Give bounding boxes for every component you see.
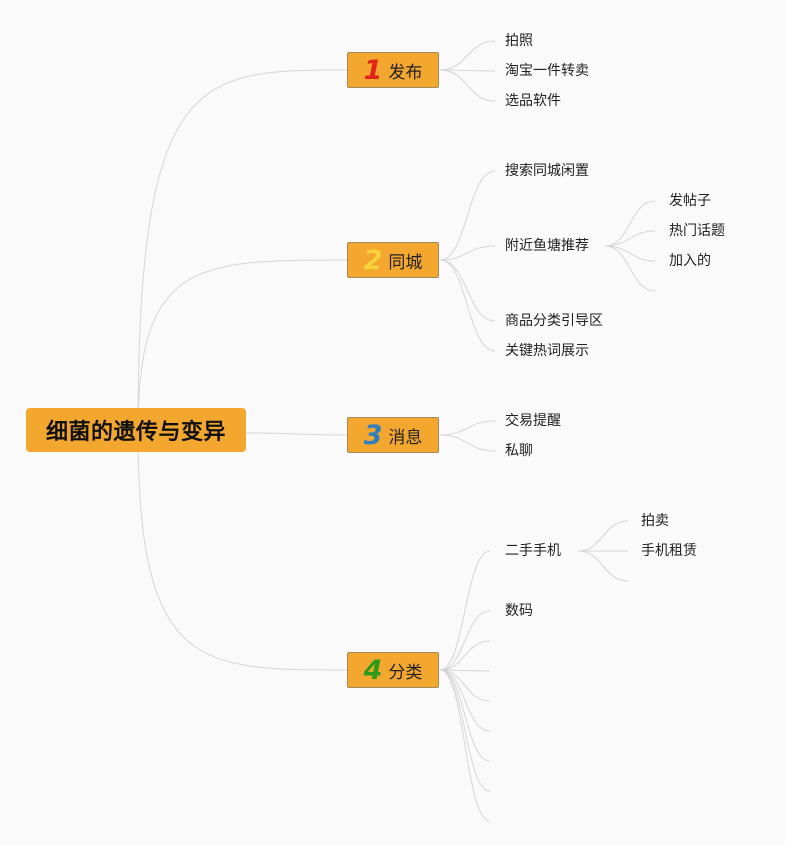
connector-line <box>604 230 656 247</box>
connector-line <box>577 550 629 582</box>
connector-line <box>439 669 491 792</box>
subtopic-product-selection-software[interactable]: 选品软件 <box>505 93 561 109</box>
connector-line <box>439 245 496 261</box>
branch-label: 消息 <box>388 427 423 448</box>
connector-line <box>604 245 656 292</box>
connector-line <box>604 245 656 262</box>
branch-topic-publish[interactable]: 1 发布 <box>347 52 439 88</box>
subtopic-digital[interactable]: 数码 <box>505 603 533 619</box>
connector-line <box>439 40 496 71</box>
subtopic-hot-keywords[interactable]: 关键热词展示 <box>505 343 589 359</box>
subtopic-joined[interactable]: 加入的 <box>669 253 711 269</box>
connector-line <box>439 669 491 702</box>
branch-label: 同城 <box>388 252 423 273</box>
number-1-icon: 1 <box>363 54 383 86</box>
subtopic-category-guide[interactable]: 商品分类引导区 <box>505 313 603 329</box>
number-2-icon: 2 <box>363 244 383 276</box>
branch-topic-categories[interactable]: 4 分类 <box>347 652 439 688</box>
connector-line <box>439 69 496 102</box>
connector-line <box>604 200 656 247</box>
connector-line <box>439 69 496 72</box>
root-topic[interactable]: 细菌的遗传与变异 <box>26 408 246 452</box>
root-connector-line <box>245 432 348 436</box>
branch-topic-same-city[interactable]: 2 同城 <box>347 242 439 278</box>
subtopic-hot-topics[interactable]: 热门话题 <box>669 223 725 239</box>
root-connector-line <box>137 429 348 671</box>
subtopic-post[interactable]: 发帖子 <box>669 193 711 209</box>
connector-line <box>439 170 496 261</box>
subtopic-trade-reminder[interactable]: 交易提醒 <box>505 413 561 429</box>
connector-line <box>439 610 491 671</box>
subtopic-auction[interactable]: 拍卖 <box>641 513 669 529</box>
connector-line <box>439 259 496 322</box>
branch-label: 发布 <box>388 62 423 83</box>
number-3-icon: 3 <box>363 419 383 451</box>
root-connector-line <box>137 259 348 431</box>
subtopic-phone-rental[interactable]: 手机租赁 <box>641 543 697 559</box>
subtopic-used-phones[interactable]: 二手手机 <box>505 543 561 559</box>
subtopic-private-chat[interactable]: 私聊 <box>505 443 533 459</box>
subtopic-taobao-resell[interactable]: 淘宝一件转卖 <box>505 63 589 79</box>
connector-line <box>439 420 496 436</box>
subtopic-search-local-idle[interactable]: 搜索同城闲置 <box>505 163 589 179</box>
branch-label: 分类 <box>388 662 423 683</box>
connector-line <box>439 434 496 452</box>
subtopic-nearby-pond-recommend[interactable]: 附近鱼塘推荐 <box>505 238 589 254</box>
connector-line <box>439 550 491 671</box>
connector-line <box>439 259 496 352</box>
connector-line <box>577 520 629 552</box>
root-connector-line <box>137 69 348 431</box>
connector-line <box>439 669 491 822</box>
connector-line <box>439 669 491 672</box>
subtopic-photo[interactable]: 拍照 <box>505 33 533 49</box>
root-topic-label: 细菌的遗传与变异 <box>45 420 226 445</box>
branch-topic-messages[interactable]: 3 消息 <box>347 417 439 453</box>
connector-line <box>439 640 491 671</box>
number-4-icon: 4 <box>363 654 383 686</box>
connector-line <box>439 669 491 732</box>
